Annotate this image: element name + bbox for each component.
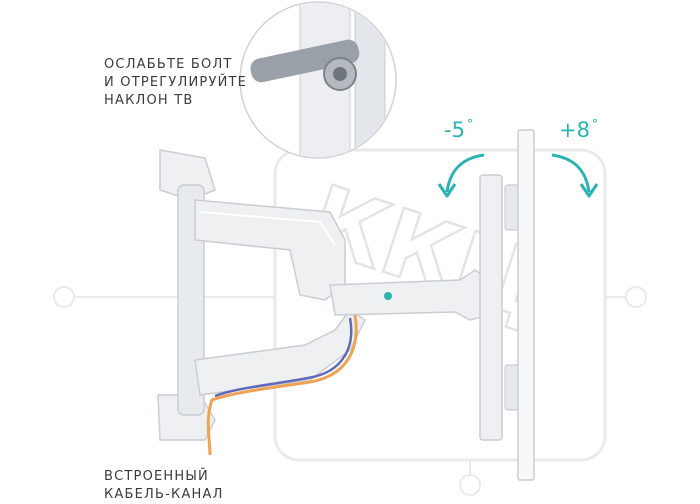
cable-channel-caption: ВСТРОЕННЫЙ КАБЕЛЬ-КАНАЛ [104, 468, 224, 504]
tv-bracket [479, 129, 535, 481]
degree-symbol: ° [466, 117, 473, 131]
degree-symbol: ° [591, 117, 598, 131]
watermark-frame [273, 148, 607, 462]
caption-line: КАБЕЛЬ-КАНАЛ [104, 487, 224, 502]
tilt-arrow-down-head [579, 183, 599, 198]
cable-channel [206, 314, 358, 456]
wrench-icon [250, 39, 360, 83]
brand-logo-dot [384, 292, 392, 300]
tilt-arrow-down-icon [551, 153, 591, 193]
tilt-angle-minus: -5° [444, 117, 473, 142]
tv-panel [517, 129, 535, 481]
caption-line: И ОТРЕГУЛИРУЙТЕ [104, 75, 248, 90]
tilt-instruction-caption: ОСЛАБЬТЕ БОЛТ И ОТРЕГУЛИРУЙТЕ НАКЛОН ТВ [104, 56, 247, 110]
watermark-dot-bottom [459, 474, 481, 496]
caption-line: ВСТРОЕННЫЙ [104, 469, 209, 484]
tilt-arrow-up-head [437, 183, 457, 198]
upper-arm [194, 199, 346, 301]
caption-line: НАКЛОН ТВ [104, 93, 194, 108]
wall-plate [157, 149, 216, 441]
tilt-angle-plus: +8° [559, 117, 598, 142]
tilt-angle-plus-value: +8 [559, 118, 590, 142]
bolt-detail-inset [239, 1, 397, 159]
caption-line: ОСЛАБЬТЕ БОЛТ [104, 57, 233, 72]
tilt-angle-minus-value: -5 [444, 118, 465, 142]
watermark-dot-right [625, 286, 647, 308]
watermark-dot-left [53, 286, 75, 308]
tilt-arrow-up-icon [445, 153, 485, 193]
